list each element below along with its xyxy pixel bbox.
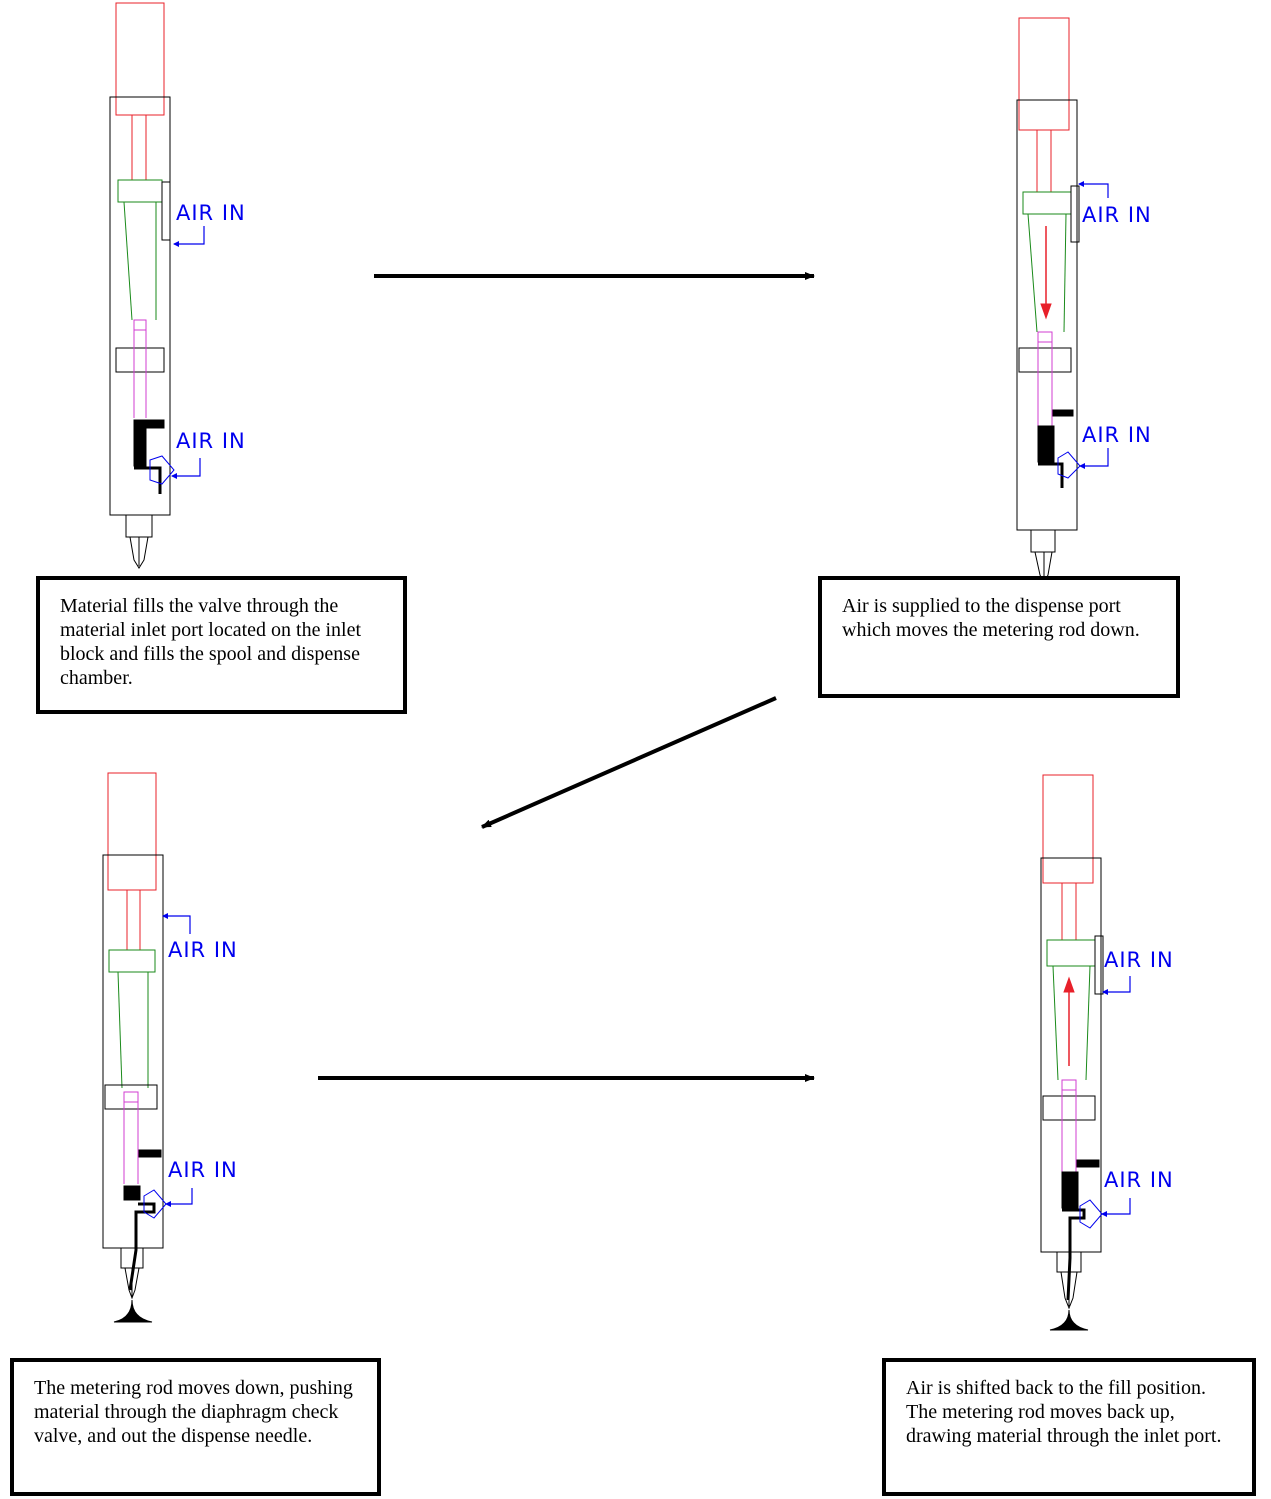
step-4-text: Air is shifted back to the fill position… — [906, 1377, 1222, 1447]
air-in-label: AIR IN — [176, 201, 246, 225]
air-in-label: AIR IN — [1104, 1168, 1174, 1192]
step-1-caption: Material fills the valve through the mat… — [36, 576, 407, 714]
air-in-label: AIR IN — [168, 1158, 238, 1182]
air-port-arrows-1 — [171, 226, 205, 479]
air-port-arrows-3 — [162, 913, 193, 1207]
step-1-text: Material fills the valve through the mat… — [60, 595, 362, 689]
dispensed-drop — [1049, 1309, 1089, 1331]
valve-dispense-state — [102, 772, 167, 1323]
air-in-label: AIR IN — [1082, 203, 1152, 227]
flow-arrow-step2-to-step3 — [481, 696, 777, 829]
air-in-label: AIR IN — [176, 429, 246, 453]
valve-fill-state — [109, 2, 175, 569]
air-in-label: AIR IN — [1104, 948, 1174, 972]
step-2-caption: Air is supplied to the dispense port whi… — [818, 576, 1180, 698]
air-port-arrows-2 — [1078, 181, 1109, 469]
step-2-text: Air is supplied to the dispense port whi… — [842, 595, 1140, 641]
air-in-label: AIR IN — [168, 938, 238, 962]
valve-dispense-air-state — [1016, 17, 1081, 586]
dispensed-drop — [113, 1299, 153, 1323]
step-3-caption: The metering rod moves down, pushing mat… — [10, 1358, 381, 1496]
air-in-label: AIR IN — [1082, 423, 1152, 447]
valve-refill-state — [1040, 774, 1104, 1331]
step-4-caption: Air is shifted back to the fill position… — [882, 1358, 1256, 1496]
step-3-text: The metering rod moves down, pushing mat… — [34, 1377, 353, 1447]
air-port-arrows-4 — [1101, 976, 1131, 1217]
